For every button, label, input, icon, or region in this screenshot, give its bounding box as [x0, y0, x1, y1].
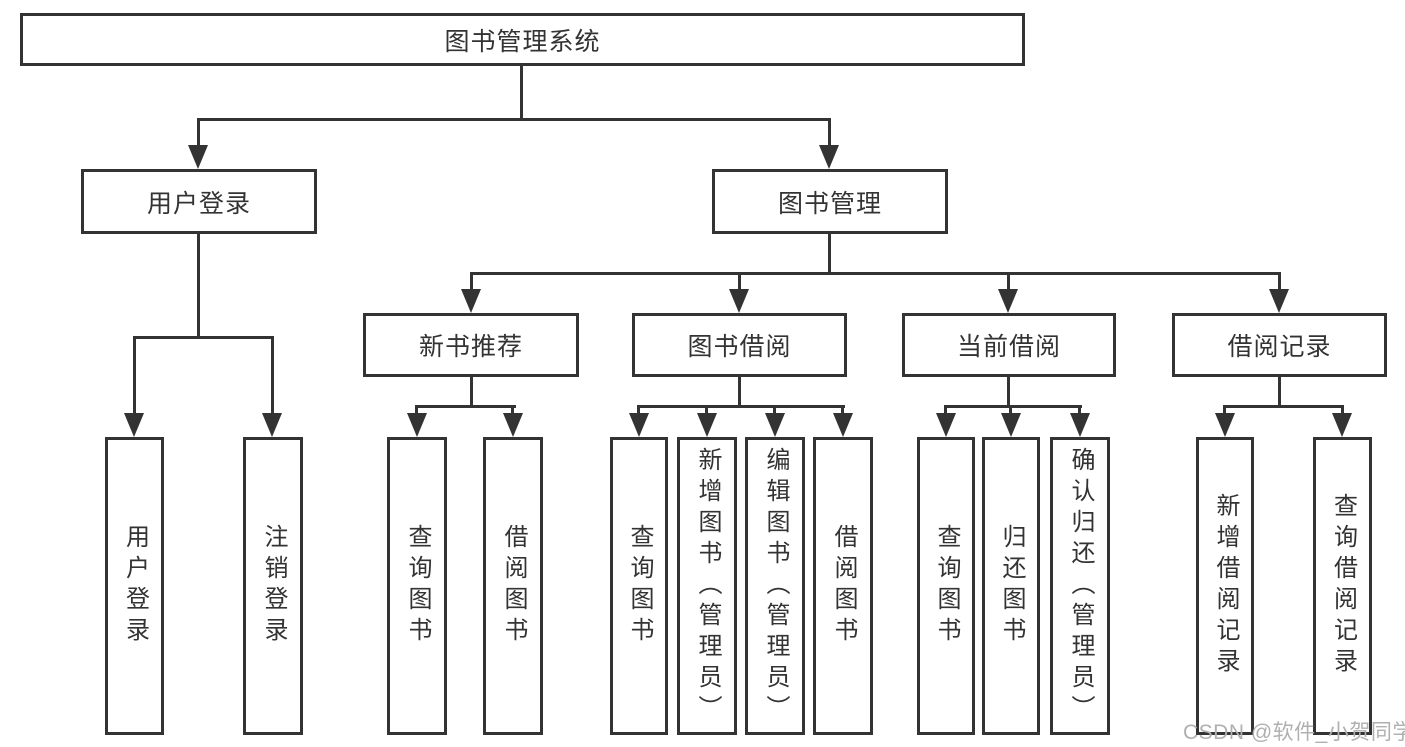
- leaf-logout: 注销登录: [243, 437, 303, 735]
- arrow-down-icon: [819, 145, 839, 169]
- arrow-down-icon: [124, 413, 144, 437]
- connector-to-user-login: [197, 118, 200, 146]
- connector-leaf: [705, 405, 708, 415]
- node-library-system-label: 图书管理系统: [444, 27, 601, 56]
- node-current-borrow: 当前借阅: [902, 313, 1116, 377]
- connector-leaf: [841, 405, 844, 415]
- csdn-watermark: CSDN @软件_小贺同学: [1183, 721, 1405, 744]
- arrow-down-icon: [262, 413, 282, 437]
- arrow-down-icon: [936, 413, 956, 437]
- node-user-login: 用户登录: [81, 169, 317, 234]
- leaf-borrow-books: 借阅图书: [813, 437, 873, 735]
- connector-borrow-branch: [637, 405, 845, 408]
- node-book-management: 图书管理: [712, 169, 948, 234]
- connector-level3-branch: [470, 272, 1281, 275]
- connector-to-leaf-logout: [271, 336, 274, 413]
- leaf-confirm-return-admin: 确认归还（管理员）: [1050, 437, 1110, 735]
- connector-to-book-management: [828, 118, 831, 146]
- connector-leaf: [637, 405, 640, 415]
- connector-new-books-stem: [470, 377, 473, 405]
- leaf-logout-label: 注销登录: [260, 524, 287, 648]
- leaf-return-books: 归还图书: [982, 437, 1040, 735]
- leaf-confirm-return-admin-label: 确认归还（管理员）: [1067, 446, 1094, 726]
- node-new-book-recommend-label: 新书推荐: [418, 333, 523, 361]
- connector-records-branch: [1224, 405, 1344, 408]
- leaf-query-books-label: 查询图书: [404, 524, 431, 648]
- leaf-borrow-books: 借阅图书: [483, 437, 543, 735]
- leaf-query-books-label: 查询图书: [933, 524, 960, 648]
- connector-user-stem: [197, 234, 200, 336]
- leaf-query-borrow-record-label: 查询借阅记录: [1329, 493, 1357, 679]
- arrow-down-icon: [1070, 413, 1090, 437]
- connector-to-current: [1007, 272, 1010, 291]
- connector-level2-branch: [197, 118, 831, 121]
- connector-leaf: [1009, 405, 1012, 415]
- leaf-borrow-books-label: 借阅图书: [830, 524, 857, 648]
- connector-leaf: [415, 405, 418, 415]
- arrow-down-icon: [697, 413, 717, 437]
- connector-new-books-branch: [416, 405, 516, 408]
- connector-leaf: [773, 405, 776, 415]
- arrow-down-icon: [765, 413, 785, 437]
- leaf-add-borrow-record-label: 新增借阅记录: [1212, 493, 1239, 679]
- connector-records-stem: [1278, 377, 1281, 405]
- connector-to-new-books: [470, 272, 473, 291]
- arrow-down-icon: [1001, 413, 1021, 437]
- connector-leaf: [1078, 405, 1081, 415]
- arrow-down-icon: [729, 289, 749, 313]
- arrow-down-icon: [629, 413, 649, 437]
- arrow-down-icon: [1215, 413, 1235, 437]
- node-borrow-records: 借阅记录: [1172, 313, 1387, 377]
- arrow-down-icon: [998, 289, 1018, 313]
- connector-root-stem: [520, 66, 523, 118]
- node-book-borrow-label: 图书借阅: [687, 333, 792, 361]
- connector-leaf: [1341, 405, 1344, 415]
- arrow-down-icon: [1332, 413, 1352, 437]
- node-book-borrow: 图书借阅: [632, 313, 847, 377]
- node-borrow-records-label: 借阅记录: [1227, 333, 1332, 361]
- arrow-down-icon: [461, 289, 481, 313]
- node-new-book-recommend: 新书推荐: [363, 313, 579, 377]
- connector-current-stem: [1007, 377, 1010, 405]
- leaf-add-books-admin-label: 新增图书（管理员）: [694, 446, 721, 726]
- leaf-query-borrow-record: 查询借阅记录: [1313, 437, 1372, 735]
- leaf-edit-books-admin: 编辑图书（管理员）: [745, 437, 805, 735]
- connector-to-borrow: [738, 272, 741, 291]
- connector-leaf: [511, 405, 514, 415]
- leaf-user-login-label: 用户登录: [121, 524, 149, 648]
- connector-to-leaf-user-login: [133, 336, 136, 413]
- node-user-login-label: 用户登录: [146, 189, 251, 218]
- arrow-down-icon: [1269, 289, 1289, 313]
- connector-borrow-stem: [738, 377, 741, 405]
- leaf-query-books: 查询图书: [917, 437, 975, 735]
- connector-leaf: [1223, 405, 1226, 415]
- connector-leaf: [944, 405, 947, 415]
- leaf-return-books-label: 归还图书: [998, 524, 1025, 648]
- node-current-borrow-label: 当前借阅: [956, 333, 1061, 361]
- leaf-edit-books-admin-label: 编辑图书（管理员）: [762, 446, 789, 726]
- leaf-query-books: 查询图书: [387, 437, 447, 735]
- leaf-query-books: 查询图书: [610, 437, 668, 735]
- leaf-add-borrow-record: 新增借阅记录: [1196, 437, 1254, 735]
- connector-user-branch: [133, 336, 274, 339]
- leaf-user-login: 用户登录: [105, 437, 164, 735]
- node-library-system: 图书管理系统: [20, 13, 1025, 66]
- node-book-management-label: 图书管理: [777, 189, 882, 218]
- leaf-borrow-books-label: 借阅图书: [500, 524, 527, 648]
- arrow-down-icon: [407, 413, 427, 437]
- arrow-down-icon: [833, 413, 853, 437]
- leaf-add-books-admin: 新增图书（管理员）: [677, 437, 737, 735]
- connector-books-stem: [828, 234, 831, 272]
- arrow-down-icon: [503, 413, 523, 437]
- leaf-query-books-label: 查询图书: [626, 524, 653, 648]
- connector-current-branch: [944, 405, 1082, 408]
- arrow-down-icon: [188, 145, 208, 169]
- connector-to-records: [1278, 272, 1281, 291]
